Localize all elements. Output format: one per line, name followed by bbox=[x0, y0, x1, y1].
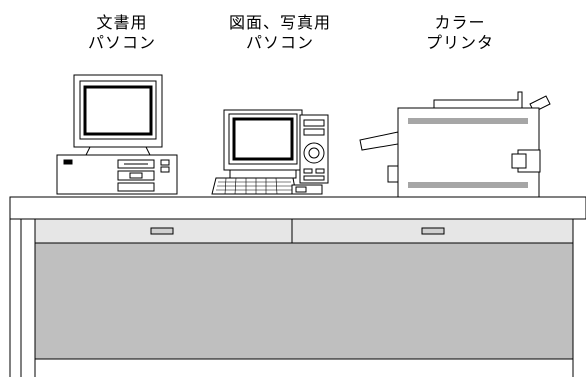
color-printer bbox=[359, 91, 551, 198]
document-pc-switch-1 bbox=[160, 159, 170, 166]
label-graphics-pc-line2: パソコン bbox=[245, 33, 314, 52]
label-document-pc-line1: 文書用 bbox=[96, 13, 148, 32]
document-pc-switch-2 bbox=[160, 166, 170, 173]
graphics-pc-mouse bbox=[295, 186, 307, 193]
label-color-printer: カラー プリンタ bbox=[405, 13, 515, 53]
graphics-pc-monitor-base bbox=[229, 169, 297, 179]
drawer-handle-left bbox=[150, 227, 174, 235]
label-document-pc: 文書用 パソコン bbox=[62, 13, 182, 53]
graphics-pc bbox=[211, 109, 329, 195]
label-color-printer-line2: プリンタ bbox=[425, 33, 494, 52]
color-printer-paper-feed bbox=[359, 131, 399, 151]
graphics-pc-drive-hub bbox=[308, 147, 320, 159]
label-graphics-pc: 図面、写真用 パソコン bbox=[205, 13, 355, 53]
desk bbox=[9, 196, 586, 377]
color-printer-band-top bbox=[408, 118, 528, 124]
label-graphics-pc-line1: 図面、写真用 bbox=[228, 13, 331, 32]
desk-top bbox=[9, 196, 586, 220]
cabinet-panel bbox=[34, 242, 574, 360]
color-printer-output-paper bbox=[433, 91, 523, 109]
color-printer-panel-button bbox=[511, 153, 527, 169]
graphics-pc-port-1 bbox=[303, 168, 313, 174]
document-pc bbox=[56, 74, 178, 195]
label-color-printer-line1: カラー bbox=[434, 13, 486, 32]
graphics-pc-screen bbox=[232, 117, 294, 161]
color-printer-band-bottom bbox=[408, 182, 528, 188]
keyboard-col-6 bbox=[275, 177, 278, 195]
color-printer-side-slot bbox=[387, 165, 399, 183]
document-pc-drive-bay-3 bbox=[117, 182, 155, 192]
keyboard-col-1 bbox=[224, 177, 227, 195]
drawer-handle-right bbox=[421, 227, 445, 235]
graphics-pc-port-2 bbox=[315, 168, 325, 174]
graphics-pc-bay-2 bbox=[303, 128, 325, 136]
graphics-pc-port-3 bbox=[303, 175, 325, 181]
keyboard-col-2 bbox=[234, 177, 237, 195]
document-pc-screen bbox=[83, 85, 153, 136]
graphics-pc-keyboard-keys bbox=[216, 177, 293, 195]
graphics-pc-tablet bbox=[291, 184, 323, 195]
document-pc-case bbox=[56, 154, 178, 195]
document-pc-monitor-stand bbox=[85, 146, 151, 156]
drawer-row bbox=[34, 218, 574, 244]
graphics-pc-bay-1 bbox=[303, 119, 325, 127]
document-pc-drive-button bbox=[129, 172, 143, 179]
document-pc-power-led bbox=[63, 159, 73, 165]
label-document-pc-line2: パソコン bbox=[87, 33, 156, 52]
